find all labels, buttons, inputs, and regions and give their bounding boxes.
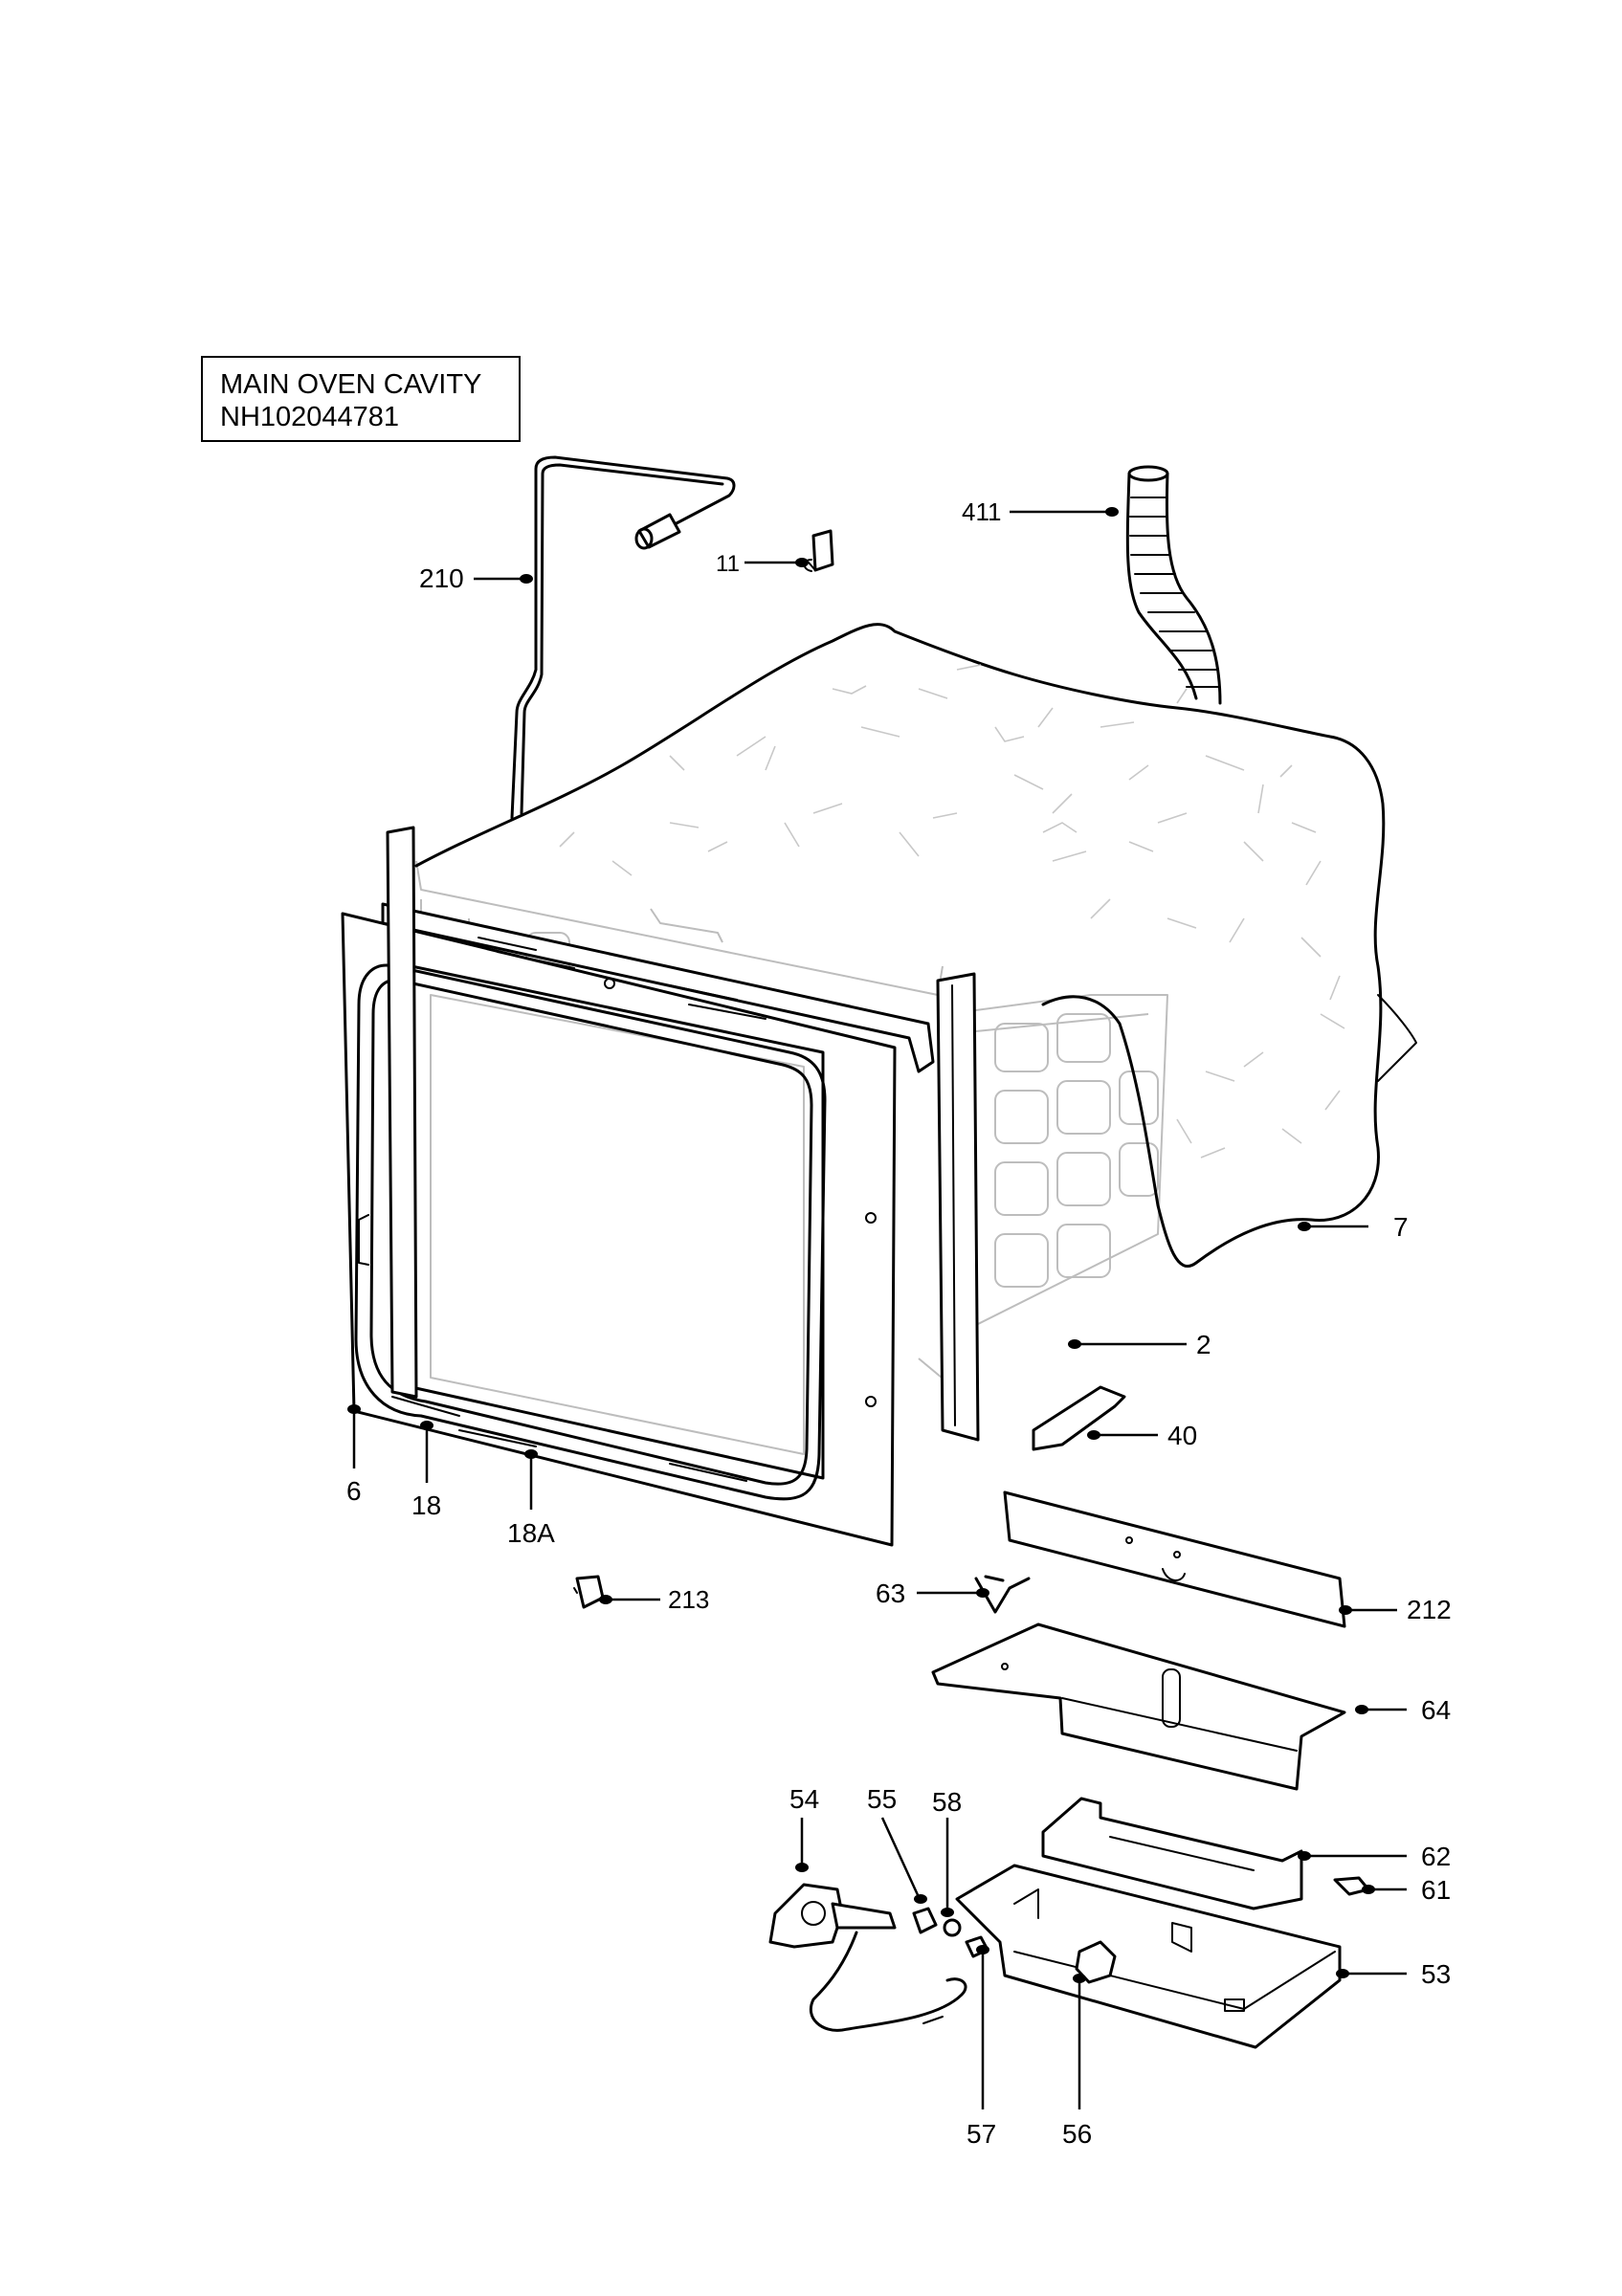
- label-40: 40: [1167, 1421, 1197, 1450]
- label-54: 54: [789, 1784, 819, 1814]
- strip-212: [1003, 1490, 1346, 1628]
- label-64: 64: [1421, 1695, 1451, 1725]
- callout-leaders: [347, 507, 1407, 2109]
- label-2: 2: [1196, 1330, 1211, 1359]
- label-212: 212: [1407, 1595, 1452, 1624]
- label-18: 18: [411, 1490, 441, 1520]
- label-57: 57: [967, 2119, 996, 2149]
- insulation-texture: [559, 664, 1345, 1159]
- shield-62: [1041, 1797, 1303, 1910]
- bracket-11: [803, 529, 834, 572]
- diagram-part-number: NH102044781: [220, 402, 400, 432]
- label-56: 56: [1062, 2119, 1092, 2149]
- knob-56: [1075, 1940, 1117, 1984]
- label-7: 7: [1393, 1212, 1409, 1242]
- wire-sensor: [510, 455, 736, 820]
- label-411: 411: [962, 497, 1001, 526]
- label-62: 62: [1421, 1842, 1451, 1871]
- label-210: 210: [419, 563, 464, 593]
- front-frame: [341, 902, 935, 1547]
- label-11: 11: [716, 551, 740, 577]
- label-55: 55: [867, 1784, 897, 1814]
- cavity-side-vents: [994, 1013, 1159, 1288]
- label-61: 61: [1421, 1875, 1451, 1905]
- coupling-55: [912, 1907, 938, 1934]
- cover-64: [931, 1623, 1346, 1791]
- title-box: MAIN OVEN CAVITY NH102044781: [201, 356, 521, 442]
- callout-labels: 411 210 11 7 2 40 6 18 18A 213 63 212 64…: [346, 497, 1452, 2149]
- clip-213: [573, 1575, 605, 1609]
- motor-54: [768, 1883, 967, 2032]
- washer-58: [943, 1918, 962, 1937]
- label-63: 63: [876, 1578, 905, 1608]
- door-seal: [354, 963, 827, 1501]
- duct-hose: [1125, 465, 1222, 705]
- label-58: 58: [932, 1787, 962, 1817]
- label-18A: 18A: [507, 1518, 555, 1548]
- label-213: 213: [668, 1585, 709, 1614]
- label-53: 53: [1421, 1959, 1451, 1989]
- insulation-blanket: [414, 623, 1417, 1268]
- side-strip-2: [386, 826, 980, 1442]
- label-6: 6: [346, 1476, 362, 1506]
- clip-40: [1032, 1385, 1126, 1451]
- diagram-title: MAIN OVEN CAVITY: [220, 369, 482, 400]
